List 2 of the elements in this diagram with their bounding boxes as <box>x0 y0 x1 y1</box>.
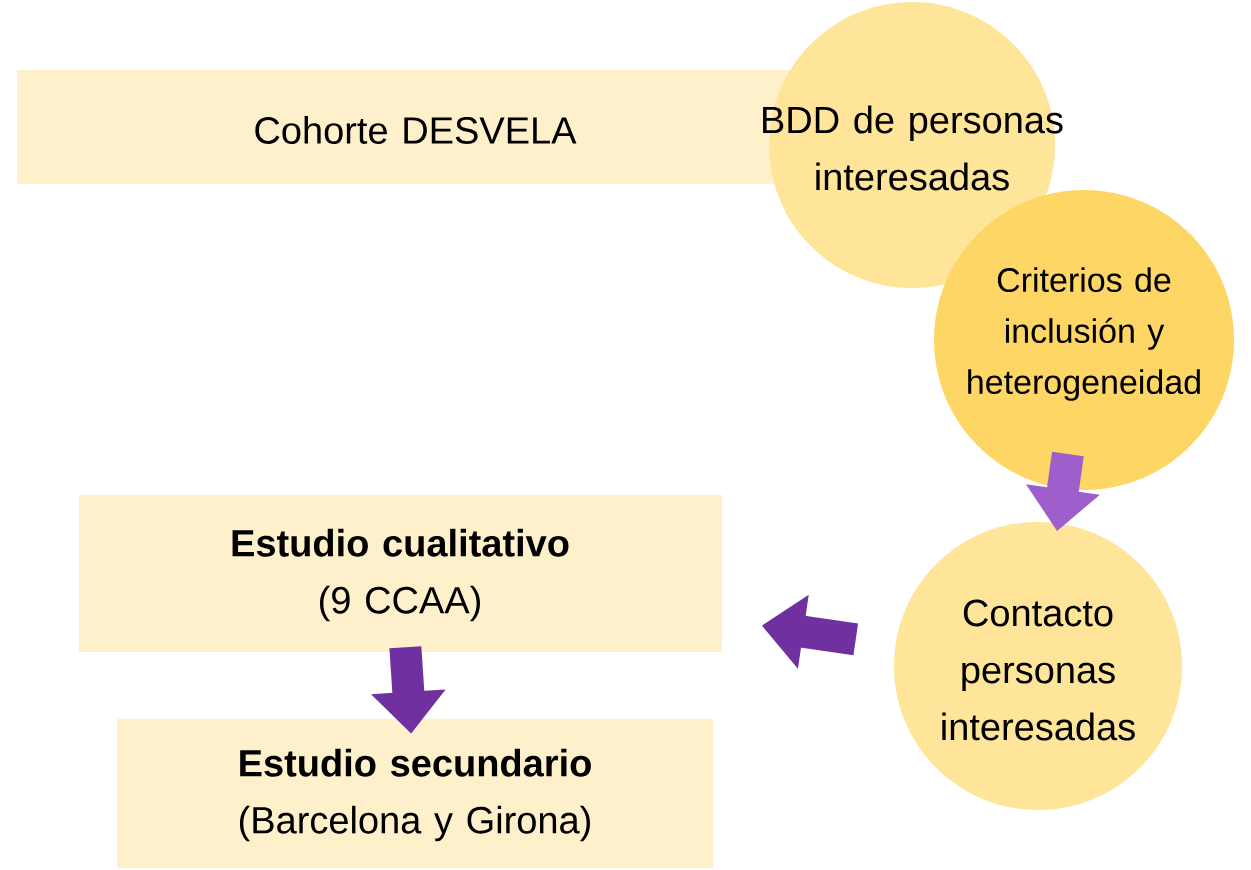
process-box: Estudio cualitativo (9 CCAA) <box>79 495 722 652</box>
process-box: Estudio secundario (Barcelona y Girona) <box>117 719 713 868</box>
